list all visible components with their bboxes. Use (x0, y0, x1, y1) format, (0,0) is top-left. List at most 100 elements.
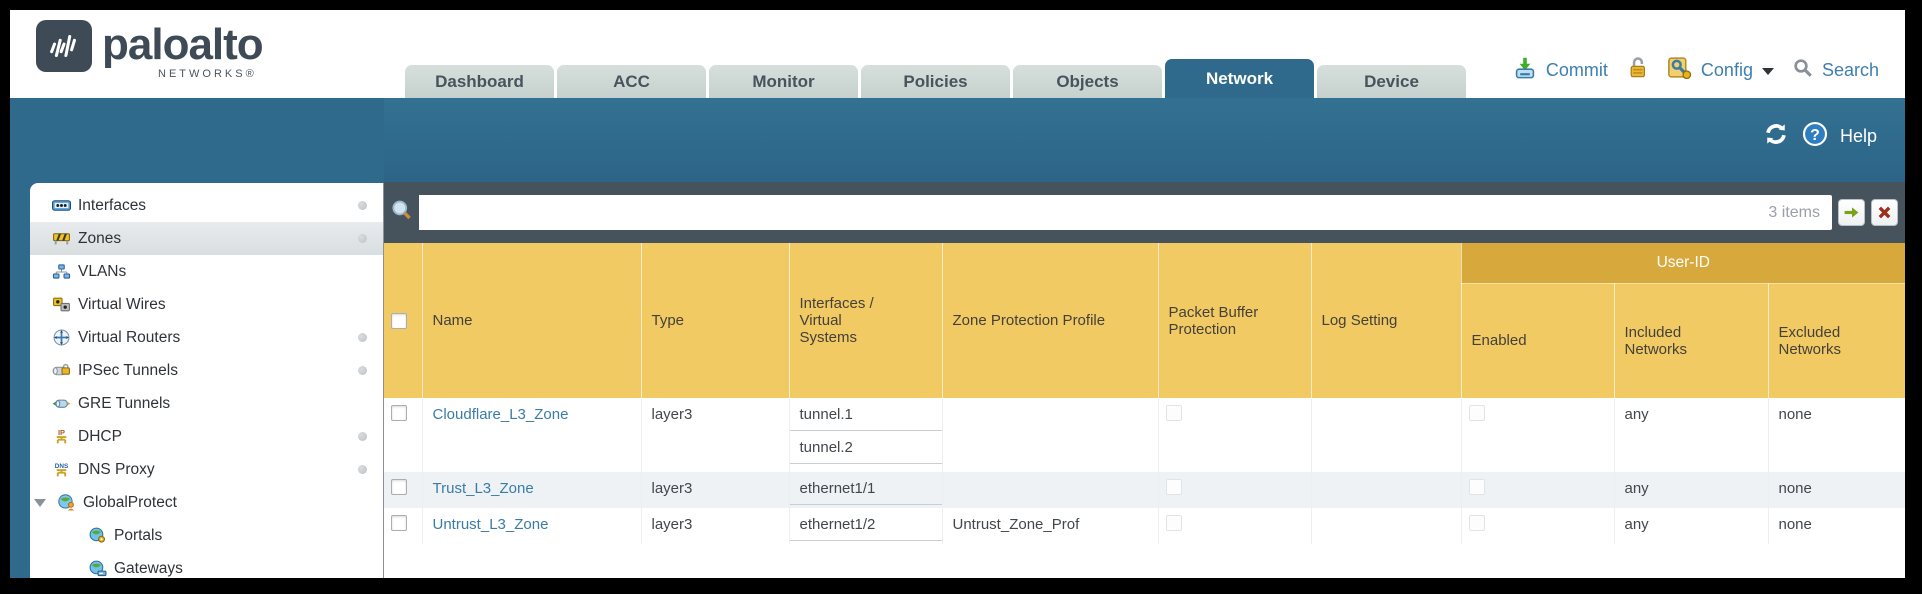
tab-dashboard[interactable]: Dashboard (405, 65, 554, 98)
refresh-icon[interactable] (1762, 120, 1790, 153)
sidebar-item-zones[interactable]: Zones (30, 222, 383, 255)
top-bar: paloalto NETWORKS® Dashboard ACC Monitor… (10, 10, 1905, 98)
tab-network[interactable]: Network (1165, 59, 1314, 98)
col-header-name[interactable]: Name (422, 243, 642, 398)
status-dot (358, 333, 367, 342)
interface-cell: tunnel.1 (789, 398, 941, 431)
sidebar-item-gateways[interactable]: Gateways (30, 552, 383, 578)
sidebar-item-dns-proxy[interactable]: DNS DNS Proxy (30, 453, 383, 486)
included-networks: any (1614, 472, 1769, 508)
zone-name-link[interactable]: Cloudflare_L3_Zone (432, 406, 569, 423)
sidebar-item-label: IPSec Tunnels (78, 361, 178, 379)
portals-icon (89, 527, 105, 543)
user-id-enabled-checkbox[interactable] (1468, 515, 1485, 531)
col-header-enabled[interactable]: Enabled (1461, 283, 1615, 398)
tab-device[interactable]: Device (1317, 65, 1466, 98)
interfaces-icon (52, 200, 71, 211)
brand-name: paloalto (102, 20, 264, 69)
select-all-checkbox[interactable] (391, 312, 407, 329)
sidebar-item-gre-tunnels[interactable]: GRE Tunnels (30, 387, 383, 420)
col-header-included-networks[interactable]: Included Networks (1614, 283, 1769, 398)
sidebar-item-ipsec-tunnels[interactable]: IPSec Tunnels (30, 354, 383, 387)
search-label[interactable]: Search (1821, 59, 1879, 80)
config-icon[interactable] (1667, 55, 1692, 85)
sidebar-item-label: Virtual Wires (78, 295, 166, 313)
excluded-networks: none (1778, 480, 1812, 497)
excluded-networks: none (1778, 516, 1812, 533)
col-header-log-setting[interactable]: Log Setting (1311, 243, 1462, 398)
select-all-header[interactable] (384, 243, 423, 398)
expand-triangle-icon[interactable] (34, 498, 46, 507)
col-header-type[interactable]: Type (641, 243, 790, 398)
sidebar-item-label: Zones (78, 229, 122, 247)
sidebar-item-vlans[interactable]: VLANs (30, 255, 383, 288)
row-checkbox[interactable] (391, 405, 407, 421)
zone-name-link[interactable]: Untrust_L3_Zone (432, 516, 549, 533)
sidebar-item-globalprotect[interactable]: GlobalProtect (30, 486, 383, 519)
sidebar-item-virtual-routers[interactable]: Virtual Routers (30, 321, 383, 354)
svg-text:IP: IP (58, 428, 65, 437)
zone-type: layer3 (641, 398, 790, 472)
apply-filter-button[interactable] (1838, 199, 1865, 226)
tab-acc[interactable]: ACC (557, 65, 706, 98)
sidebar-item-label: VLANs (78, 262, 127, 280)
svg-text:?: ? (1810, 127, 1820, 144)
gateways-icon (89, 560, 107, 577)
zone-name-link[interactable]: Trust_L3_Zone (432, 480, 534, 497)
help-label[interactable]: Help (1839, 126, 1877, 146)
dns-proxy-icon: DNS (55, 463, 68, 477)
app-window: paloalto NETWORKS® Dashboard ACC Monitor… (10, 10, 1905, 578)
virtual-wires-icon (53, 297, 70, 312)
sidebar-item-label: DNS Proxy (78, 460, 155, 478)
packet-buffer-checkbox[interactable] (1165, 479, 1182, 495)
interface-cell: ethernet1/1 (789, 472, 941, 505)
paloalto-logo-icon (36, 20, 92, 72)
interface-cell: ethernet1/2 (789, 508, 941, 541)
col-group-user-id: User-ID (1461, 243, 1905, 284)
sidebar-item-label: GRE Tunnels (78, 394, 171, 412)
tab-policies[interactable]: Policies (861, 65, 1010, 98)
log-setting (1311, 472, 1462, 508)
config-caret-icon[interactable] (1761, 68, 1774, 75)
col-header-excluded-networks[interactable]: Excluded Networks (1768, 283, 1905, 398)
user-id-enabled-checkbox[interactable] (1468, 405, 1485, 421)
sidebar-item-interfaces[interactable]: Interfaces (30, 189, 383, 222)
sidebar: Interfaces Zones (30, 183, 384, 578)
clear-filter-button[interactable] (1871, 199, 1898, 226)
sidebar-item-label: Virtual Routers (78, 328, 181, 346)
sidebar-item-virtual-wires[interactable]: Virtual Wires (30, 288, 383, 321)
user-id-enabled-checkbox[interactable] (1468, 479, 1485, 495)
lock-icon[interactable] (1627, 56, 1648, 84)
tab-objects[interactable]: Objects (1013, 65, 1162, 98)
filter-input[interactable] (419, 195, 1769, 230)
main-nav-tabs: Dashboard ACC Monitor Policies Objects N… (405, 59, 1466, 98)
search-icon[interactable] (1793, 58, 1813, 83)
table-row: Untrust_L3_Zone layer3 ethernet1/2 Untru… (384, 508, 1905, 544)
sidebar-item-label: Gateways (114, 559, 183, 577)
main-panel: 3 items (384, 182, 1905, 578)
interface-cell: tunnel.2 (789, 431, 941, 464)
row-checkbox[interactable] (391, 515, 407, 531)
packet-buffer-checkbox[interactable] (1165, 515, 1182, 531)
gre-tunnels-icon (52, 399, 71, 408)
zones-table-region: Name Type Interfaces / Virtual Systems Z… (384, 243, 1905, 578)
brand-subtitle: NETWORKS® (158, 68, 257, 80)
tab-monitor[interactable]: Monitor (709, 65, 858, 98)
items-count: 3 items (1768, 203, 1820, 221)
commit-icon[interactable] (1513, 56, 1537, 85)
row-checkbox[interactable] (391, 479, 407, 495)
commit-label[interactable]: Commit (1545, 59, 1608, 80)
virtual-routers-icon (53, 329, 70, 346)
help-icon[interactable]: ? (1802, 121, 1828, 152)
status-dot (358, 366, 367, 375)
col-header-interfaces[interactable]: Interfaces / Virtual Systems (789, 243, 943, 398)
col-header-packet-buffer-protection[interactable]: Packet Buffer Protection (1158, 243, 1312, 398)
config-label[interactable]: Config (1700, 59, 1753, 80)
packet-buffer-checkbox[interactable] (1165, 405, 1182, 421)
sidebar-item-label: Interfaces (78, 196, 147, 214)
sidebar-item-label: GlobalProtect (83, 493, 177, 511)
sidebar-item-portals[interactable]: Portals (30, 519, 383, 552)
sidebar-item-dhcp[interactable]: IP DHCP (30, 420, 383, 453)
log-setting (1311, 508, 1462, 544)
col-header-zone-protection-profile[interactable]: Zone Protection Profile (942, 243, 1159, 398)
